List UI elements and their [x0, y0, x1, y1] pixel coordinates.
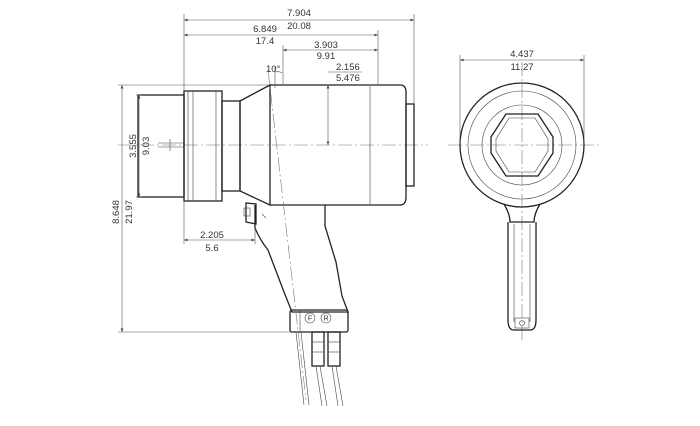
- forward-marker: [304, 312, 316, 324]
- cable: [315, 365, 323, 407]
- dim-overall-length-mm: 20.08: [287, 21, 311, 32]
- dim-overall-height-inch: 8.648: [111, 200, 122, 224]
- cable: [300, 331, 310, 406]
- reverse-label: R: [323, 316, 328, 323]
- cable-fitting: [311, 331, 325, 367]
- cable-fitting: [327, 331, 341, 367]
- handle-port: [514, 317, 530, 329]
- socket-ring: [481, 104, 563, 186]
- handle-neck: [503, 203, 541, 223]
- dim-nose-length-mm: 5.6: [205, 243, 218, 254]
- handle-base: [289, 309, 349, 333]
- cable: [319, 365, 328, 407]
- cable: [335, 365, 344, 407]
- handle-stem: [507, 222, 537, 331]
- rear-cap: [405, 103, 415, 187]
- dim-handle-to-rear-mm: 9.91: [317, 51, 336, 62]
- dim-front-to-handle-inch: 6.849: [253, 24, 277, 35]
- dim-nose-length-inch: 2.205: [200, 230, 224, 241]
- dim-body-height-mm: 5.476: [336, 73, 360, 84]
- front-view: 4.437 11.27: [448, 49, 600, 340]
- dim-body-width-inch: 4.437: [510, 49, 534, 60]
- forward-label: F: [308, 316, 312, 323]
- dim-body-width-mm: 11.27: [510, 62, 533, 73]
- dim-nose-diameter-inch: 3.555: [128, 134, 139, 158]
- dim-handle-to-rear-inch: 3.903: [314, 40, 338, 51]
- trigger-button: [243, 207, 251, 217]
- dim-body-height-inch: 2.156: [336, 62, 360, 73]
- cable: [331, 365, 339, 407]
- gear-case: [221, 100, 241, 192]
- dim-front-to-handle-mm: 17.4: [256, 36, 275, 47]
- dim-overall-height-mm: 21.97: [124, 200, 135, 224]
- reverse-marker: [320, 312, 332, 324]
- hex-socket-inner: [495, 117, 549, 173]
- dim-nose-diameter-mm: 9.03: [141, 137, 152, 156]
- dim-overall-length-inch: 7.904: [287, 8, 311, 19]
- angle-arc: [274, 71, 283, 74]
- trigger: [245, 202, 257, 225]
- handle-outline: [254, 205, 349, 313]
- port-hole: [519, 320, 525, 326]
- side-view: F R 10° 7.904 20.08 6.849 17.4: [111, 8, 428, 407]
- hex-socket: [490, 113, 554, 177]
- angle-label: 10°: [266, 64, 281, 75]
- handle-axis: [267, 69, 307, 401]
- cable: [295, 331, 305, 406]
- housing-ring: [467, 90, 577, 200]
- trigger-detail: [261, 213, 267, 219]
